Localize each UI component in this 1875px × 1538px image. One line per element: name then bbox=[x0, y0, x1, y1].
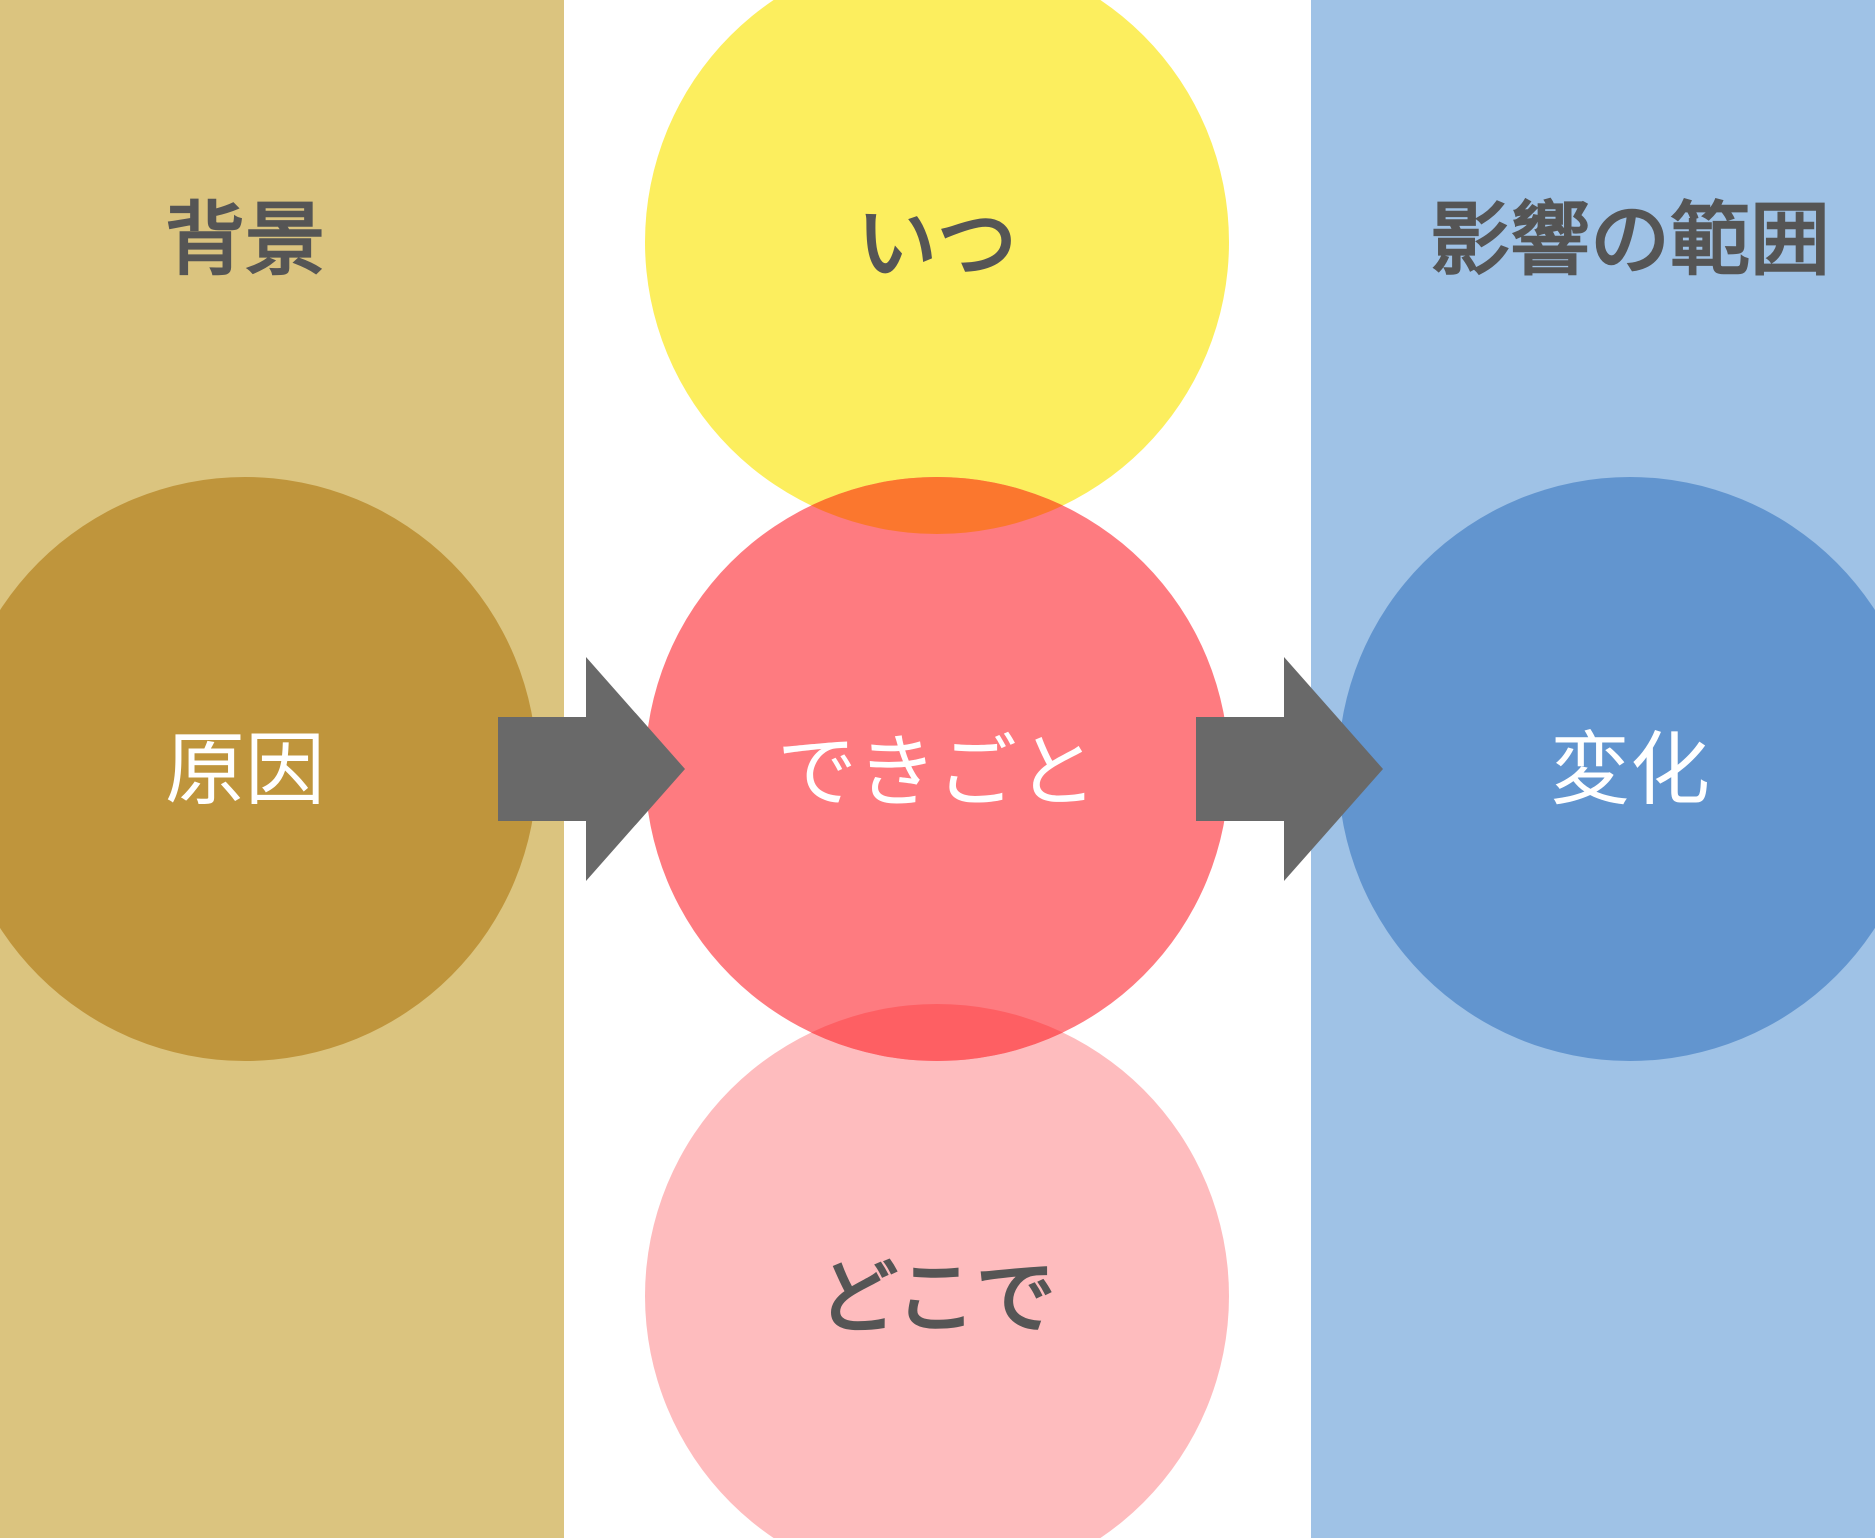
when-circle bbox=[645, 0, 1229, 534]
where-circle bbox=[645, 1004, 1229, 1538]
background-panel: 背景 原因 bbox=[0, 0, 564, 1538]
right-arrow-icon bbox=[1196, 657, 1383, 881]
right-arrow-icon bbox=[498, 657, 685, 881]
impact-panel: 影響の範囲 変化 bbox=[1311, 0, 1875, 1538]
event-circle bbox=[645, 477, 1229, 1061]
change-label: 変化 bbox=[1550, 724, 1710, 817]
change-circle bbox=[1338, 477, 1875, 1061]
event-label: できごと bbox=[777, 726, 1097, 819]
background-title: 背景 bbox=[165, 194, 325, 287]
when-label: いつ bbox=[857, 198, 1017, 291]
cause-circle bbox=[0, 477, 537, 1061]
event-column: いつ できごと どこで bbox=[645, 0, 1229, 1538]
impact-title: 影響の範囲 bbox=[1430, 194, 1830, 287]
cause-label: 原因 bbox=[165, 724, 325, 817]
where-label: どこで bbox=[818, 1252, 1056, 1345]
